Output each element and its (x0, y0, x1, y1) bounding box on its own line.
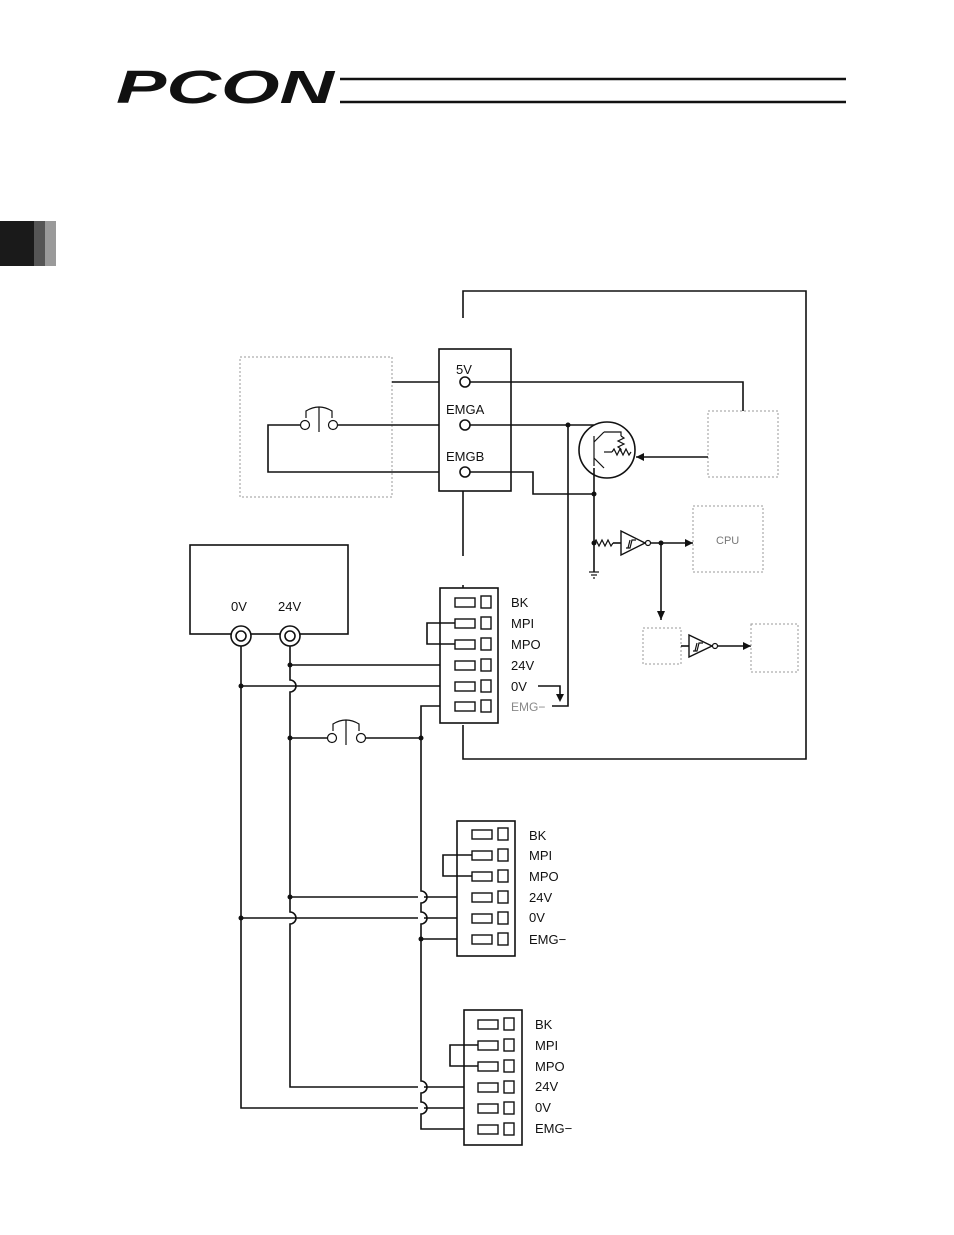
external-emergency-switch (328, 720, 366, 745)
header: PCON (116, 61, 846, 113)
c3-pin-mpo: MPO (535, 1059, 565, 1074)
connector-2: BK MPI MPO 24V 0V EMG− (443, 821, 566, 956)
schmitt-buffer-2-icon (689, 635, 718, 657)
c3-pin-24v: 24V (535, 1079, 558, 1094)
internal-circuit: CPU (511, 382, 798, 706)
connector-3: BK MPI MPO 24V 0V EMG− (450, 1010, 572, 1145)
chapter-tab-light (45, 221, 56, 266)
terminal-emgb (460, 467, 470, 477)
pcon-logo: PCON (116, 61, 335, 113)
power-supply: 0V 24V (190, 545, 348, 646)
c1-pin-mpi: MPI (511, 616, 534, 631)
chapter-tab (0, 221, 56, 266)
terminal-label-emga: EMGA (446, 402, 485, 417)
c1-pin-bk: BK (511, 595, 529, 610)
c1-pin-mpo: MPO (511, 637, 541, 652)
terminal-label-emgb: EMGB (446, 449, 484, 464)
c3-pin-0v: 0V (535, 1100, 551, 1115)
connector-1: BK MPI MPO 24V 0V EMG− (427, 588, 545, 723)
c1-pin-0v: 0V (511, 679, 527, 694)
terminal-5v (460, 377, 470, 387)
pendant-emergency-switch (301, 407, 338, 432)
logo-text: PCON (116, 61, 335, 113)
c2-pin-mpo: MPO (529, 869, 559, 884)
ps-label-24v: 24V (278, 599, 301, 614)
internal-block-a (708, 411, 778, 477)
pendant-dashed-box (240, 357, 392, 497)
c2-pin-mpi: MPI (529, 848, 552, 863)
internal-block-b (643, 628, 681, 664)
c3-pin-mpi: MPI (535, 1038, 558, 1053)
c2-pin-0v: 0V (529, 910, 545, 925)
c2-pin-24v: 24V (529, 890, 552, 905)
c1-pin-24v: 24V (511, 658, 534, 673)
chapter-tab-mid (34, 221, 45, 266)
c2-pin-emg: EMG− (529, 932, 566, 947)
chapter-tab-dark (0, 221, 34, 266)
ps-label-0v: 0V (231, 599, 247, 614)
c2-pin-bk: BK (529, 828, 547, 843)
transistor-icon (579, 422, 635, 478)
pendant-connector: 5V EMGA EMGB (439, 349, 511, 491)
c1-pin-emg: EMG− (511, 700, 545, 714)
c3-pin-emg: EMG− (535, 1121, 572, 1136)
c3-pin-bk: BK (535, 1017, 553, 1032)
schmitt-buffer-icon (621, 531, 651, 555)
cpu-label: CPU (716, 535, 739, 547)
terminal-label-5v: 5V (456, 362, 472, 377)
teaching-pendant (240, 357, 460, 497)
internal-block-c (751, 624, 798, 672)
terminal-emga (460, 420, 470, 430)
